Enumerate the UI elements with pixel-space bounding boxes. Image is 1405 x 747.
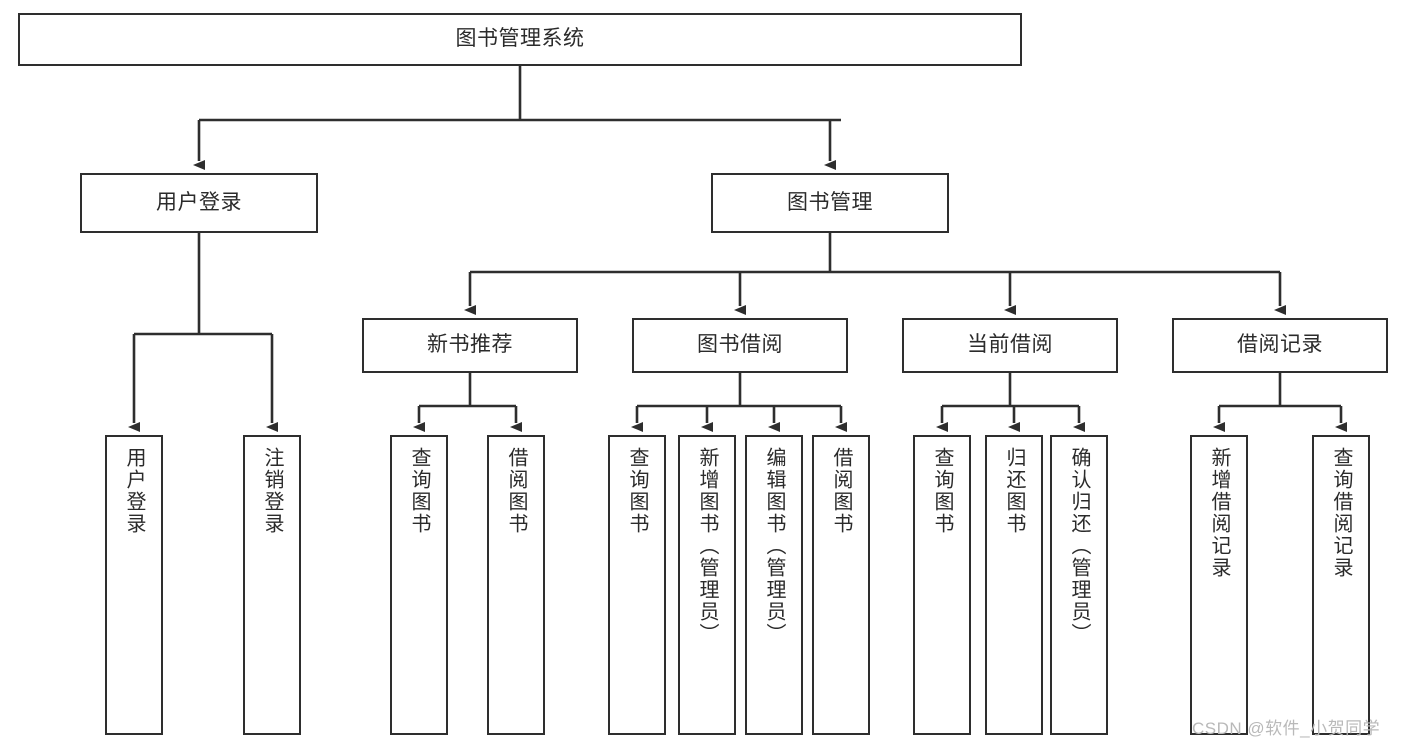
node-new-book-recommend-label: 新书推荐: [427, 333, 513, 357]
node-book-management[interactable]: 图书管理: [711, 173, 949, 233]
node-borrow-record-label: 借阅记录: [1237, 333, 1323, 357]
leaf-add-borrow-record[interactable]: 新增借阅记录: [1190, 435, 1248, 735]
leaf-confirm-return-admin[interactable]: 确认归还（管理员）: [1050, 435, 1108, 735]
node-user-login[interactable]: 用户登录: [80, 173, 318, 233]
leaf-edit-book-admin[interactable]: 编辑图书（管理员）: [745, 435, 803, 735]
csdn-watermark: CSDN @软件_小贺同学: [1192, 719, 1381, 738]
leaf-add-book-admin-label: 新增图书（管理员）: [696, 447, 718, 645]
leaf-logout[interactable]: 注销登录: [243, 435, 301, 735]
leaf-borrow-book-recommend[interactable]: 借阅图书: [487, 435, 545, 735]
node-borrow-record[interactable]: 借阅记录: [1172, 318, 1388, 373]
node-root-label: 图书管理系统: [455, 27, 585, 51]
leaf-borrow-book-recommend-label: 借阅图书: [505, 447, 527, 535]
leaf-add-borrow-record-label: 新增借阅记录: [1208, 447, 1230, 579]
leaf-logout-label: 注销登录: [261, 447, 283, 535]
leaf-query-borrow-record[interactable]: 查询借阅记录: [1312, 435, 1370, 735]
node-root[interactable]: 图书管理系统: [18, 13, 1022, 66]
node-user-login-label: 用户登录: [156, 190, 242, 214]
node-book-borrow[interactable]: 图书借阅: [632, 318, 848, 373]
leaf-query-book-recommend[interactable]: 查询图书: [390, 435, 448, 735]
leaf-query-book-borrow-label: 查询图书: [626, 447, 648, 535]
node-current-borrow[interactable]: 当前借阅: [902, 318, 1118, 373]
leaf-query-book-borrow[interactable]: 查询图书: [608, 435, 666, 735]
leaf-borrow-book-label: 借阅图书: [830, 447, 852, 535]
leaf-edit-book-admin-label: 编辑图书（管理员）: [763, 447, 785, 645]
node-book-borrow-label: 图书借阅: [697, 333, 783, 357]
node-new-book-recommend[interactable]: 新书推荐: [362, 318, 578, 373]
leaf-query-book-current[interactable]: 查询图书: [913, 435, 971, 735]
leaf-borrow-book[interactable]: 借阅图书: [812, 435, 870, 735]
leaf-query-book-current-label: 查询图书: [931, 447, 953, 535]
leaf-return-book[interactable]: 归还图书: [985, 435, 1043, 735]
leaf-return-book-label: 归还图书: [1003, 447, 1025, 535]
leaf-add-book-admin[interactable]: 新增图书（管理员）: [678, 435, 736, 735]
leaf-query-borrow-record-label: 查询借阅记录: [1330, 447, 1352, 579]
node-book-management-label: 图书管理: [787, 190, 873, 214]
node-current-borrow-label: 当前借阅: [967, 333, 1053, 357]
leaf-user-login[interactable]: 用户登录: [105, 435, 163, 735]
leaf-confirm-return-admin-label: 确认归还（管理员）: [1068, 447, 1090, 645]
leaf-user-login-label: 用户登录: [123, 447, 145, 535]
leaf-query-book-recommend-label: 查询图书: [408, 447, 430, 535]
